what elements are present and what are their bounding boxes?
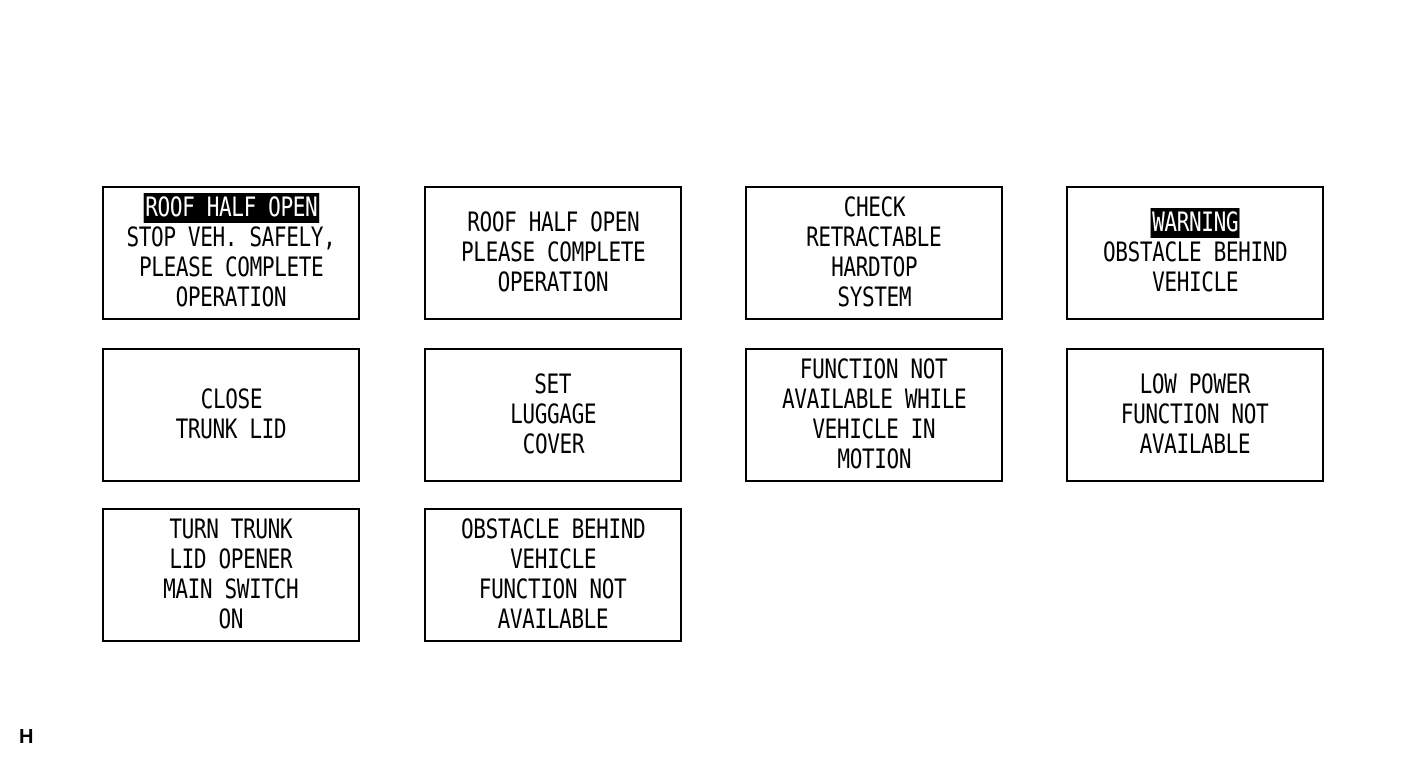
panel-check-hardtop: CHECK RETRACTABLE HARDTOP SYSTEM <box>745 186 1003 320</box>
panel-line: ROOF HALF OPEN <box>466 207 640 238</box>
panel-line: VEHICLE <box>1151 267 1239 298</box>
panel-line: MAIN SWITCH <box>163 574 299 605</box>
panel-line: FUNCTION NOT <box>800 354 948 385</box>
panel-line: SET <box>534 369 572 400</box>
panel-roof-half-open-stop: ROOF HALF OPEN STOP VEH. SAFELY, PLEASE … <box>102 186 360 320</box>
panel-close-trunk-lid: CLOSE TRUNK LID <box>102 348 360 482</box>
panel-line: OBSTACLE BEHIND <box>1102 237 1288 268</box>
panel-line-highlighted: ROOF HALF OPEN <box>143 192 319 223</box>
corner-label: H <box>19 726 34 748</box>
panel-line: ON <box>218 604 244 635</box>
panel-line: OBSTACLE BEHIND <box>460 514 646 545</box>
panel-line: COVER <box>522 429 584 460</box>
panel-line: AVAILABLE WHILE <box>781 384 967 415</box>
panel-obstacle-function-not-available: OBSTACLE BEHIND VEHICLE FUNCTION NOT AVA… <box>424 508 682 642</box>
panel-warning-obstacle: WARNING OBSTACLE BEHIND VEHICLE <box>1066 186 1324 320</box>
panel-line: STOP VEH. SAFELY, <box>126 222 336 253</box>
panel-line: PLEASE COMPLETE <box>138 252 324 283</box>
panel-line: LID OPENER <box>169 544 293 575</box>
panel-line: AVAILABLE <box>1139 429 1251 460</box>
panel-roof-half-open: ROOF HALF OPEN PLEASE COMPLETE OPERATION <box>424 186 682 320</box>
panel-line: TRUNK LID <box>175 414 287 445</box>
panel-set-luggage-cover: SET LUGGAGE COVER <box>424 348 682 482</box>
panel-line: AVAILABLE <box>497 604 609 635</box>
panel-line: FUNCTION NOT <box>479 574 627 605</box>
panel-line: MOTION <box>837 444 911 475</box>
panel-line: FUNCTION NOT <box>1121 399 1269 430</box>
panel-line: CLOSE <box>200 384 262 415</box>
panel-turn-trunk-lid-opener: TURN TRUNK LID OPENER MAIN SWITCH ON <box>102 508 360 642</box>
panel-low-power: LOW POWER FUNCTION NOT AVAILABLE <box>1066 348 1324 482</box>
panel-line: HARDTOP <box>830 252 918 283</box>
panel-line: OPERATION <box>175 282 287 313</box>
panel-line: OPERATION <box>497 267 609 298</box>
panel-line: RETRACTABLE <box>806 222 942 253</box>
panel-line: VEHICLE <box>509 544 597 575</box>
panel-line: VEHICLE IN <box>812 414 936 445</box>
panel-line: SYSTEM <box>837 282 911 313</box>
panel-line: TURN TRUNK <box>169 514 293 545</box>
panel-line: CHECK <box>843 192 905 223</box>
panel-line: LOW POWER <box>1139 369 1251 400</box>
panel-function-not-available-motion: FUNCTION NOT AVAILABLE WHILE VEHICLE IN … <box>745 348 1003 482</box>
panel-line: PLEASE COMPLETE <box>460 237 646 268</box>
panel-line: LUGGAGE <box>509 399 597 430</box>
panel-line-highlighted: WARNING <box>1150 207 1240 238</box>
